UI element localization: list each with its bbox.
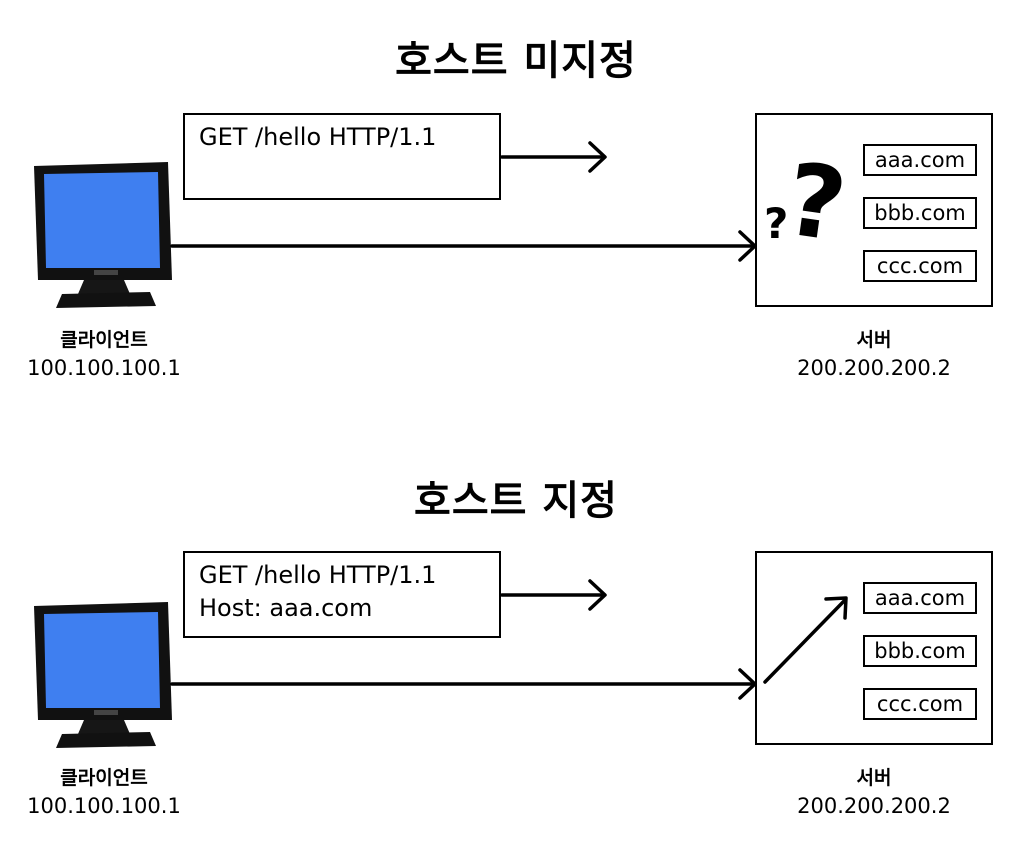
route-to-aaa-arrow <box>763 596 848 684</box>
section-title-no-host: 호스트 미지정 <box>395 38 637 84</box>
http-request-box: GET /hello HTTP/1.1 <box>183 113 501 200</box>
request-line: GET /hello HTTP/1.1 <box>199 123 437 151</box>
request-direction-arrow <box>500 141 607 173</box>
domain-ccc: ccc.com <box>863 688 977 720</box>
server-box: aaa.com bbb.com ccc.com <box>755 551 993 745</box>
server-ip: 200.200.200.2 <box>797 794 951 818</box>
domain-bbb: bbb.com <box>863 635 977 667</box>
client-name: 클라이언트 <box>60 767 148 789</box>
host-header-line: Host: aaa.com <box>199 594 373 622</box>
client-caption: 클라이언트 100.100.100.1 <box>4 326 204 382</box>
client-caption: 클라이언트 100.100.100.1 <box>4 764 204 820</box>
client-computer-icon <box>34 162 172 308</box>
client-name: 클라이언트 <box>60 329 148 351</box>
small-question-mark-icon: ? <box>764 199 789 248</box>
client-ip: 100.100.100.1 <box>27 356 181 380</box>
section-title-with-host: 호스트 지정 <box>414 478 618 524</box>
server-name: 서버 <box>856 329 892 351</box>
client-to-server-arrow <box>170 668 757 700</box>
server-caption: 서버 200.200.200.2 <box>774 764 974 820</box>
request-line: GET /hello HTTP/1.1 <box>199 561 437 589</box>
http-request-box: GET /hello HTTP/1.1 Host: aaa.com <box>183 551 501 638</box>
server-name: 서버 <box>856 767 892 789</box>
domain-aaa: aaa.com <box>863 144 977 176</box>
server-box: ? ? aaa.com bbb.com ccc.com <box>755 113 993 307</box>
client-to-server-arrow <box>170 230 757 262</box>
server-ip: 200.200.200.2 <box>797 356 951 380</box>
client-ip: 100.100.100.1 <box>27 794 181 818</box>
request-direction-arrow <box>500 579 607 611</box>
server-caption: 서버 200.200.200.2 <box>774 326 974 382</box>
domain-ccc: ccc.com <box>863 250 977 282</box>
client-computer-icon <box>34 602 172 748</box>
domain-bbb: bbb.com <box>863 197 977 229</box>
domain-aaa: aaa.com <box>863 582 977 614</box>
